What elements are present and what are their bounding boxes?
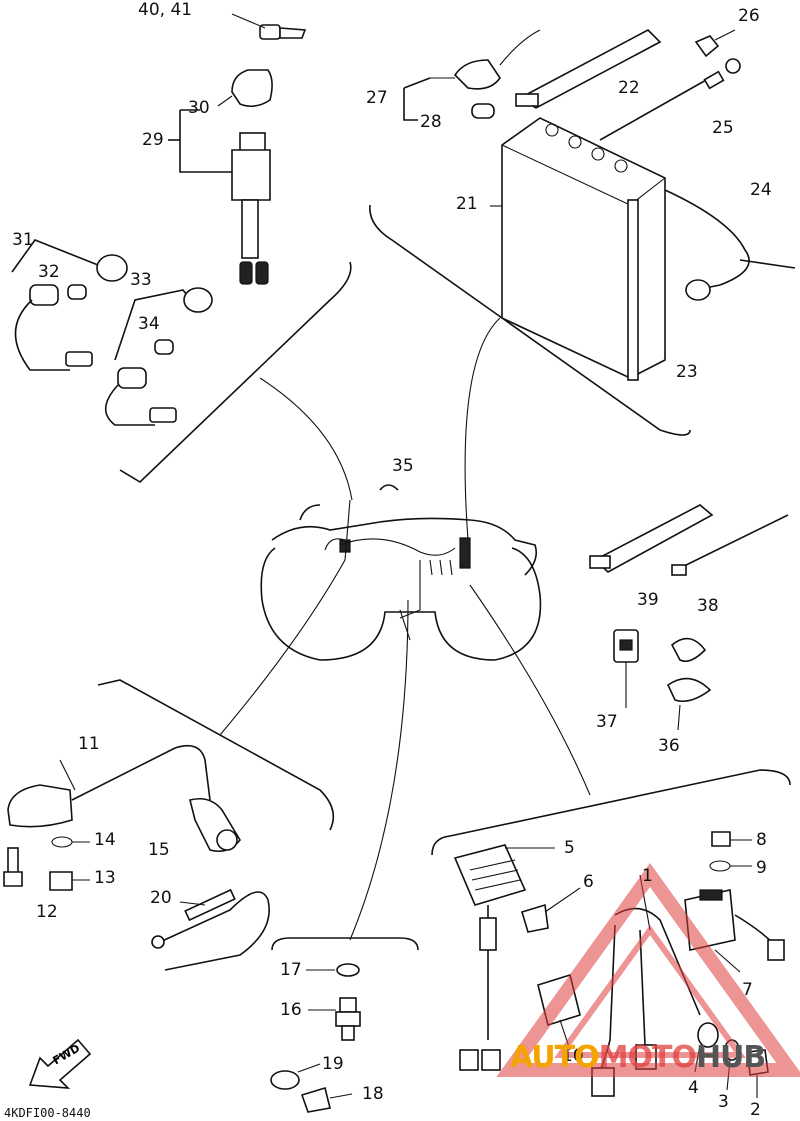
- bracket-top-right: [369, 204, 691, 436]
- label-part-9: 9: [756, 858, 767, 878]
- label-part-11: 11: [78, 734, 100, 754]
- label-part-36: 36: [658, 736, 680, 756]
- plug-cap-part-15: [189, 797, 241, 853]
- fwd-arrow-icon: [28, 1038, 92, 1089]
- label-part-26: 26: [738, 6, 760, 26]
- watermark-part3: HUB: [695, 1040, 766, 1075]
- leader-5: [469, 584, 591, 796]
- leader-23: [464, 317, 501, 541]
- label-part-20: 20: [150, 888, 172, 908]
- leader-11: [219, 559, 346, 736]
- switch-part-27: [403, 29, 541, 121]
- label-part-8: 8: [756, 830, 767, 850]
- bolt-part-12: [3, 847, 23, 887]
- label-part-29: 29: [142, 130, 164, 150]
- label-part-33: 33: [130, 270, 152, 290]
- label-part-1: 1: [642, 866, 653, 886]
- label-part-38: 38: [697, 596, 719, 616]
- reed-switch-part-33: [104, 287, 213, 426]
- label-part-17: 17: [280, 960, 302, 980]
- label-part-18: 18: [362, 1084, 384, 1104]
- cap-part-30: [217, 69, 273, 108]
- cable-part-24: [664, 189, 796, 301]
- drawing-code: 4KDFI00-8440: [4, 1106, 91, 1120]
- nut-part-13: [49, 871, 90, 891]
- clamp-part-36: [666, 637, 712, 731]
- leader-16: [349, 599, 409, 941]
- band-part-39: [589, 504, 714, 573]
- washer-part-19: [270, 1063, 321, 1090]
- label-part-35: 35: [392, 456, 414, 476]
- watermark-logo: [496, 862, 800, 1077]
- label-part-37: 37: [596, 712, 618, 732]
- label-part-12: 12: [36, 902, 58, 922]
- label-part-30: 30: [188, 98, 210, 118]
- label-part-5: 5: [564, 838, 575, 858]
- label-part-39: 39: [637, 590, 659, 610]
- bracket-top-left: [119, 261, 352, 484]
- watermark-part1: AUTO: [510, 1040, 600, 1075]
- cable-part-25: [599, 58, 741, 141]
- tie-part-38: [671, 514, 789, 576]
- label-part-25: 25: [712, 118, 734, 138]
- key-part-40-41: [231, 13, 307, 40]
- bolt-part-18: [300, 1086, 353, 1113]
- atv-silhouette: [260, 484, 542, 661]
- label-part-6: 6: [583, 872, 594, 892]
- bolt-part-26: [694, 29, 736, 58]
- label-part-32: 32: [38, 262, 60, 282]
- leader-29: [259, 377, 353, 501]
- label-part-15: 15: [148, 840, 170, 860]
- reed-switch-part-31: [11, 239, 128, 371]
- label-part-34: 34: [138, 314, 160, 334]
- label-part-24: 24: [750, 180, 772, 200]
- label-part-28: 28: [420, 112, 442, 132]
- washer-part-14: [51, 836, 90, 848]
- washer-part-17: [306, 963, 360, 977]
- bracket-bottom-right: [431, 769, 791, 856]
- battery-part-21: [490, 117, 666, 381]
- watermark-text: AUTOMOTOHUB: [510, 1040, 766, 1075]
- label-part-14: 14: [94, 830, 116, 850]
- label-part-27: 27: [366, 88, 388, 108]
- label-part-3: 3: [718, 1092, 729, 1112]
- bracket-bottom-mid: [271, 937, 419, 951]
- label-part-22: 22: [618, 78, 640, 98]
- label-part-31: 31: [12, 230, 34, 250]
- label-part-40-41: 40, 41: [138, 0, 193, 20]
- rectifier-part-5: [453, 844, 555, 1071]
- lead-part-20: [151, 888, 270, 971]
- label-part-10: 10: [562, 1046, 584, 1066]
- starter-relay-part-7: [684, 889, 785, 973]
- spark-plug-part-16: [308, 997, 361, 1041]
- bolt-part-6: [521, 887, 581, 933]
- label-part-7: 7: [742, 980, 753, 1000]
- label-part-23: 23: [676, 362, 698, 382]
- label-part-16: 16: [280, 1000, 302, 1020]
- label-part-21: 21: [456, 194, 478, 214]
- battery-band-part-22: [515, 29, 662, 109]
- label-part-19: 19: [322, 1054, 344, 1074]
- watermark-part2: MOTO: [598, 1040, 697, 1075]
- main-switch-part-29: [168, 109, 271, 285]
- ignition-coil-part-11: [7, 744, 211, 828]
- bracket-mid-left: [97, 679, 335, 831]
- label-part-13: 13: [94, 868, 116, 888]
- nut-part-8: [711, 831, 752, 847]
- clamp-part-37: [613, 629, 639, 708]
- washer-part-9: [709, 860, 752, 872]
- label-part-2: 2: [750, 1100, 761, 1120]
- label-part-4: 4: [688, 1078, 699, 1098]
